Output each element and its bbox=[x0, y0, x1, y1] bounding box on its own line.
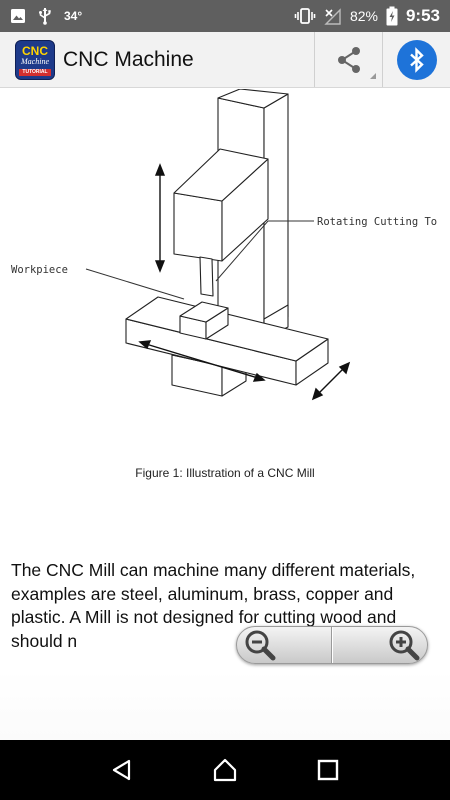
usb-icon bbox=[39, 8, 51, 25]
zoom-in-button[interactable] bbox=[332, 627, 427, 663]
zoom-controls bbox=[236, 626, 428, 664]
overflow-corner-indicator bbox=[370, 73, 376, 79]
bluetooth-button[interactable] bbox=[382, 32, 450, 87]
back-button[interactable] bbox=[102, 750, 142, 790]
app-logo: CNC Machine TUTORIAL bbox=[15, 39, 55, 80]
app-bar: CNC Machine TUTORIAL CNC Machine bbox=[0, 32, 450, 88]
status-right: 82% 9:53 bbox=[294, 6, 440, 26]
status-left: 34° bbox=[10, 7, 82, 25]
recents-button[interactable] bbox=[308, 750, 348, 790]
app-title: CNC Machine bbox=[63, 47, 194, 71]
share-button[interactable] bbox=[314, 32, 382, 87]
logo-line-2: Machine bbox=[21, 56, 49, 66]
zoom-in-icon bbox=[389, 630, 420, 661]
label-workpiece: Workpiece bbox=[11, 264, 68, 276]
back-icon bbox=[112, 759, 130, 781]
bluetooth-icon bbox=[409, 46, 424, 73]
cnc-mill-figure: Workpiece Rotating Cutting To Figure 1: … bbox=[0, 89, 450, 529]
home-icon bbox=[213, 758, 237, 782]
content-bottom-fade bbox=[0, 669, 450, 740]
figure-caption: Figure 1: Illustration of a CNC Mill bbox=[135, 466, 315, 480]
app-bar-actions bbox=[314, 32, 450, 87]
battery-charging-icon bbox=[386, 6, 398, 26]
vibrate-icon bbox=[294, 8, 316, 24]
home-button[interactable] bbox=[205, 750, 245, 790]
status-bar: 34° 82% 9:53 bbox=[0, 0, 450, 32]
logo-line-3: TUTORIAL bbox=[19, 68, 51, 76]
share-icon bbox=[337, 46, 360, 73]
temperature-text: 34° bbox=[64, 9, 83, 23]
signal-off-icon bbox=[324, 8, 341, 25]
cnc-mill-illustration: Workpiece Rotating Cutting To bbox=[11, 89, 437, 401]
body-paragraph: The CNC Mill can machine many different … bbox=[11, 560, 416, 651]
battery-percent-text: 82% bbox=[349, 8, 378, 24]
logo-line-1: CNC bbox=[22, 43, 48, 58]
bluetooth-badge bbox=[396, 39, 437, 80]
clock-text: 9:53 bbox=[405, 6, 440, 25]
recents-icon bbox=[318, 759, 339, 781]
image-icon bbox=[11, 9, 25, 23]
zoom-out-icon bbox=[245, 630, 276, 661]
zoom-out-button[interactable] bbox=[237, 627, 332, 663]
label-rotating-cutting-tool: Rotating Cutting To bbox=[317, 216, 437, 228]
navigation-bar bbox=[0, 740, 450, 800]
